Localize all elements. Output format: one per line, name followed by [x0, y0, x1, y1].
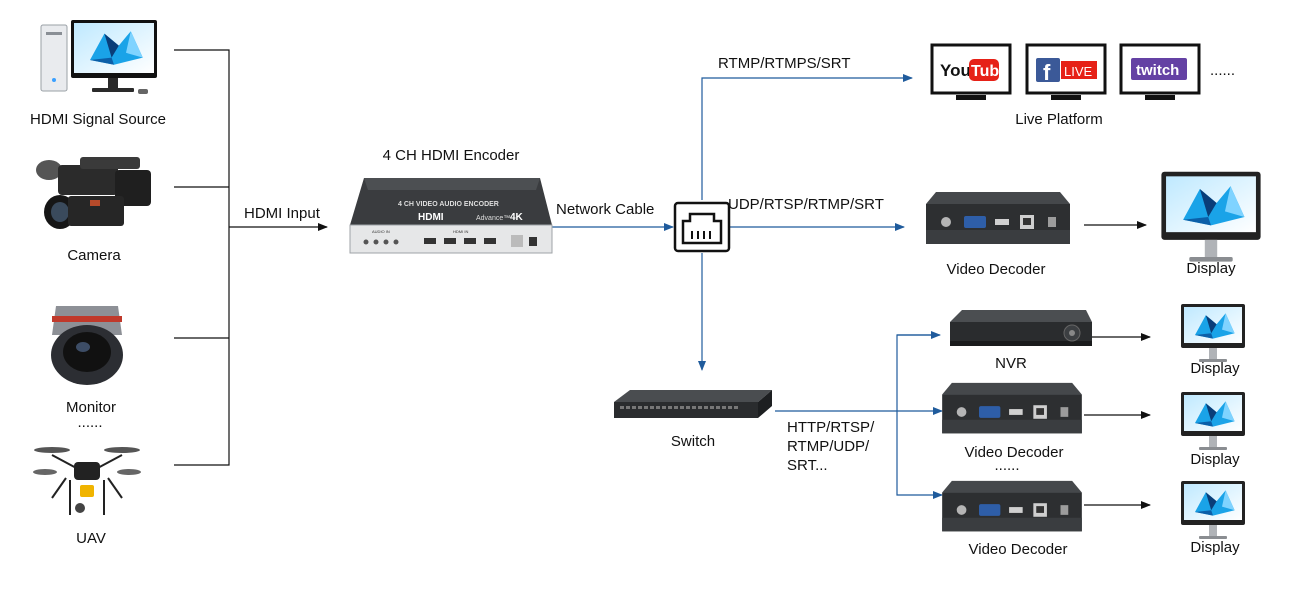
video-decoder-label-2: Video Decoder [964, 444, 1064, 461]
video-decoder-device-3 [942, 480, 1082, 532]
video-decoder-label-3: Video Decoder [968, 541, 1068, 558]
svg-text:Tube: Tube [971, 63, 1008, 80]
source-bus [174, 49, 328, 466]
encoder-advance-mark: Advance™ [476, 215, 510, 222]
facebook-live-text: LIVE [1064, 64, 1093, 79]
switch-protocols-line-2: RTMP/UDP/ [787, 438, 870, 455]
source-label-monitor: Monitor [65, 399, 117, 416]
facebook-live-logo: f LIVE [1036, 58, 1097, 85]
encoder-4k-mark: 4K [510, 212, 524, 223]
encoder-label: 4 CH HDMI Encoder [382, 147, 520, 164]
live-platforms: You Tube f LIVE twitch [930, 43, 1201, 100]
encoder-device: 4 CH VIDEO AUDIO ENCODER HDMI Advance™ 4… [349, 178, 553, 254]
sources-ellipsis: ...... [77, 414, 103, 431]
svg-text:You: You [940, 61, 971, 80]
source-label-camera: Camera [67, 247, 121, 264]
video-decoder-label: Video Decoder [946, 261, 1046, 278]
source-label-hdmi: HDMI Signal Source [30, 111, 166, 128]
display-label-3: Display [1190, 451, 1240, 468]
hdmi-input-label: HDMI Input [244, 205, 320, 222]
display-label: Display [1186, 260, 1236, 277]
twitch-logo: twitch [1131, 58, 1187, 80]
display-label-4: Display [1190, 539, 1240, 556]
pc-icon [40, 20, 157, 94]
display-monitor-icon-3 [1181, 392, 1245, 450]
display-monitor-icon-2 [1181, 304, 1245, 362]
twitch-text: twitch [1136, 62, 1179, 79]
youtube-logo: You Tube [940, 59, 1008, 81]
nvr-label: NVR [995, 355, 1027, 372]
switch-protocols: HTTP/RTSP/ RTMP/UDP/ SRT... [787, 418, 874, 475]
display-monitor-icon-4 [1181, 481, 1245, 539]
video-decoder-device-2 [942, 382, 1082, 434]
encoder-hdmi-mark: HDMI [418, 212, 444, 223]
network-cable-label: Network Cable [556, 201, 655, 218]
encoder-hdmi-in: HDMI IN [453, 229, 468, 234]
encoder-audio-in: AUDIO IN [372, 229, 390, 234]
dome-camera-icon [51, 306, 123, 385]
svg-text:f: f [1043, 60, 1051, 85]
display-monitor-icon [1161, 172, 1260, 262]
drone-icon [33, 447, 141, 515]
switch-protocols-line-3: SRT... [787, 457, 828, 474]
display-label-2: Display [1190, 360, 1240, 377]
encoder-panel-title: 4 CH VIDEO AUDIO ENCODER [398, 201, 499, 208]
switch-label: Switch [670, 433, 716, 450]
decoder-protocols-label: UDP/RTSP/RTMP/SRT [728, 196, 884, 213]
decoder-to-display [1084, 221, 1151, 509]
network-port-icon [673, 201, 731, 253]
live-protocols-label: RTMP/RTMPS/SRT [718, 55, 851, 72]
live-platforms-ellipsis: ...... [1210, 62, 1236, 79]
outputs-ellipsis: ...... [994, 457, 1020, 474]
video-decoder-device [926, 192, 1070, 244]
encoder-to-network [552, 74, 943, 499]
switch-protocols-line-1: HTTP/RTSP/ [787, 419, 875, 436]
network-switch-icon [614, 390, 772, 418]
live-platform-label: Live Platform [1015, 111, 1103, 128]
camera-icon [36, 157, 151, 229]
source-label-uav: UAV [76, 530, 106, 547]
nvr-device [950, 310, 1092, 346]
